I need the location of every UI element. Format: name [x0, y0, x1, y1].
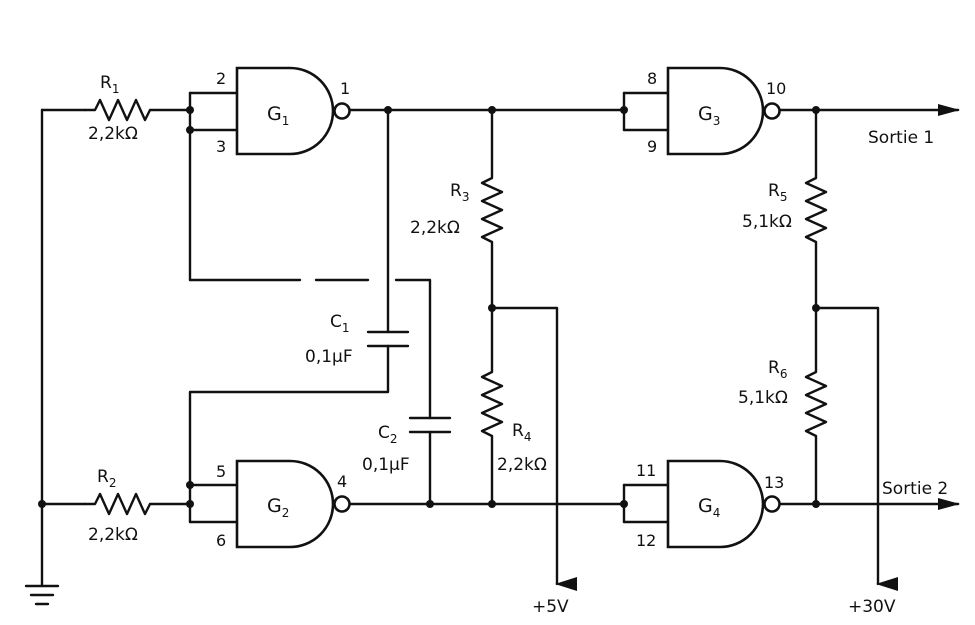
- r5-name: R: [768, 181, 780, 201]
- supply-5v-label: +5V: [532, 597, 569, 617]
- svg-text:G1: G1: [267, 103, 289, 128]
- r3-sub: 3: [462, 190, 470, 204]
- g1-label: G: [267, 103, 282, 125]
- svg-text:G2: G2: [267, 495, 289, 520]
- r4-sub: 4: [524, 430, 532, 444]
- c2-name: C: [378, 423, 390, 443]
- g4-sub: 4: [713, 506, 721, 520]
- r1-sub: 1: [112, 82, 120, 96]
- svg-text:R3: R3: [450, 181, 469, 204]
- svg-text:R2: R2: [97, 467, 116, 490]
- resistor-r2: R2 2,2kΩ: [83, 467, 192, 545]
- resistor-r5: R5 5,1kΩ: [742, 108, 828, 310]
- r6-sub: 6: [780, 367, 788, 381]
- g2-pin-4: 4: [337, 472, 347, 491]
- g4-label: G: [698, 495, 713, 517]
- g1-pin-3: 3: [216, 137, 226, 156]
- ground-icon: [24, 584, 60, 606]
- g2-label: G: [267, 495, 282, 517]
- c1-sub: 1: [342, 321, 350, 335]
- g3-pin-8: 8: [647, 69, 657, 88]
- gate-g3: G3 8 9 10: [622, 66, 786, 156]
- g3-sub: 3: [713, 114, 721, 128]
- r5-value: 5,1kΩ: [742, 212, 792, 232]
- resistor-r1: R1 2,2kΩ: [83, 73, 192, 144]
- capacitor-c2: C2 0,1µF: [362, 416, 452, 508]
- output-2-label: Sortie 2: [882, 479, 948, 499]
- gate-g2: G2 5 6 4: [186, 459, 351, 550]
- c1-name: C: [330, 312, 342, 332]
- g2-sub: 2: [282, 506, 290, 520]
- output-sortie-2: Sortie 2: [778, 479, 960, 510]
- g4-pin-13: 13: [764, 473, 784, 492]
- resistor-r4: R4 2,2kΩ: [480, 306, 547, 506]
- r6-name: R: [768, 358, 780, 378]
- r5-sub: 5: [780, 190, 788, 204]
- g1-pin-2: 2: [216, 69, 226, 88]
- g4-pin-12: 12: [636, 531, 656, 550]
- r6-value: 5,1kΩ: [738, 388, 788, 408]
- gate-g1: G1 2 3 1: [186, 66, 351, 282]
- ground-rail: [38, 108, 87, 587]
- output-1-label: Sortie 1: [868, 128, 934, 148]
- svg-text:C2: C2: [378, 423, 398, 446]
- resistor-r3: R3 2,2kΩ: [410, 108, 504, 310]
- g1-pin-1: 1: [340, 79, 350, 98]
- g3-pin-10: 10: [766, 79, 786, 98]
- wire-g1-to-c2: [188, 278, 432, 420]
- g4-pin-11: 11: [636, 461, 656, 480]
- svg-text:R5: R5: [768, 181, 787, 204]
- resistor-r6: R6 5,1kΩ: [738, 306, 828, 506]
- svg-text:G4: G4: [698, 495, 720, 520]
- c2-value: 0,1µF: [362, 455, 410, 475]
- svg-text:R1: R1: [100, 73, 119, 96]
- r2-value: 2,2kΩ: [88, 525, 138, 545]
- r1-name: R: [100, 73, 112, 93]
- g3-label: G: [698, 103, 713, 125]
- svg-text:R4: R4: [512, 421, 531, 444]
- svg-text:C1: C1: [330, 312, 350, 335]
- svg-text:R6: R6: [768, 358, 787, 381]
- r2-name: R: [97, 467, 109, 487]
- r1-value: 2,2kΩ: [88, 124, 138, 144]
- supply-30v-label: +30V: [848, 597, 896, 617]
- g2-pin-5: 5: [216, 462, 226, 481]
- g2-pin-6: 6: [216, 531, 226, 550]
- wire-g1-to-g3: [348, 106, 628, 114]
- svg-text:G3: G3: [698, 103, 720, 128]
- c2-sub: 2: [390, 432, 398, 446]
- output-sortie-1: Sortie 1: [778, 104, 960, 148]
- g3-pin-9: 9: [647, 137, 657, 156]
- r4-value: 2,2kΩ: [497, 455, 547, 475]
- c1-value: 0,1µF: [305, 347, 353, 367]
- gate-g4: G4 11 12 13: [622, 459, 784, 550]
- wire-g2-to-g4: [348, 500, 628, 508]
- g1-sub: 1: [282, 114, 290, 128]
- r4-name: R: [512, 421, 524, 441]
- supply-5v: +5V: [490, 306, 577, 617]
- r2-sub: 2: [109, 476, 117, 490]
- capacitor-c1: C1 0,1µF: [188, 106, 410, 524]
- r3-value: 2,2kΩ: [410, 218, 460, 238]
- supply-30v: +30V: [814, 306, 898, 617]
- r3-name: R: [450, 181, 462, 201]
